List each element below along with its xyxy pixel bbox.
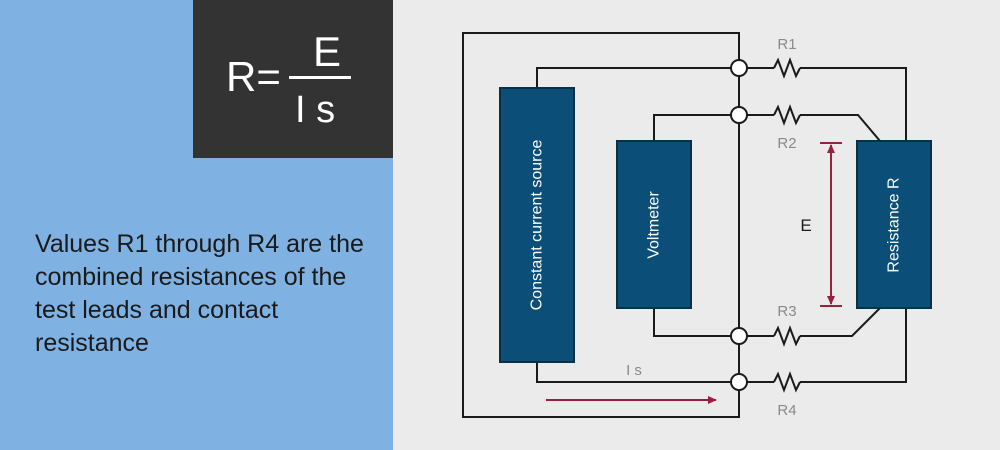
constant-current-source-label: Constant current source [529, 140, 546, 311]
wires [462, 32, 907, 418]
junction-node-r3 [730, 327, 748, 345]
outer-loop-wire [462, 32, 740, 418]
r4-resistor [773, 371, 801, 393]
r4-lead-right [800, 308, 907, 383]
formula-box: R= E I s [193, 0, 393, 158]
r3-lead-right [800, 307, 881, 337]
r1-lead-right [800, 67, 907, 141]
formula-denominator: I s [295, 89, 336, 131]
formula-numerator: E [312, 28, 341, 75]
source-top-wire [536, 67, 731, 88]
fraction-bar [289, 76, 351, 79]
junction-node-r2 [730, 106, 748, 124]
resistance-r-box [856, 140, 932, 309]
r1-resistor [773, 57, 801, 79]
r3-label: R3 [777, 303, 796, 320]
r1-label: R1 [777, 36, 796, 53]
formula-lhs: R= [226, 53, 281, 100]
r2-resistor [773, 104, 801, 126]
current-is-label: I s [626, 362, 642, 379]
resistance-r-label: Resistance R [886, 177, 903, 272]
voltmeter-bottom-wire [653, 308, 731, 337]
resistance-note: Values R1 through R4 are the combined re… [35, 230, 364, 357]
r4-label: R4 [777, 402, 796, 419]
source-bottom-wire [536, 362, 731, 383]
voltmeter-box [616, 140, 692, 309]
voltmeter-label: Voltmeter [646, 191, 663, 259]
constant-current-source-box [499, 87, 575, 363]
r2-lead-right [800, 114, 881, 142]
voltage-e-indicator [820, 142, 842, 307]
voltage-e-label: E [800, 216, 811, 235]
junction-node-r4 [730, 373, 748, 391]
junction-node-r1 [730, 59, 748, 77]
voltmeter-top-wire [653, 114, 731, 141]
r3-resistor [773, 325, 801, 347]
r2-label: R2 [777, 135, 796, 152]
